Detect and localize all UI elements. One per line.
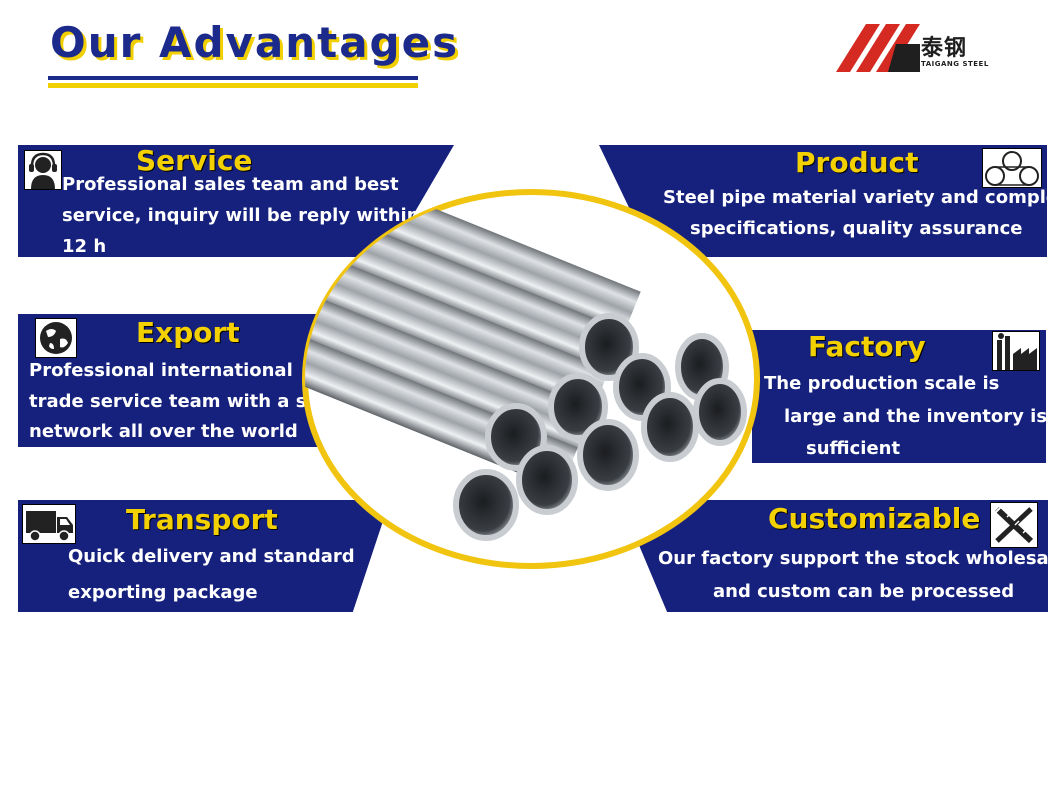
factory-line-2: large and the inventory is: [784, 406, 1048, 427]
globe-icon: [35, 318, 77, 358]
service-title: Service: [136, 144, 253, 177]
tools-icon: [990, 502, 1038, 548]
customizable-panel: [620, 500, 1048, 612]
transport-title: Transport: [126, 503, 278, 536]
product-title: Product: [795, 146, 919, 179]
taigang-logo-icon: [836, 24, 920, 72]
logo-chinese-text: 泰钢: [921, 36, 968, 61]
truck-icon: [22, 504, 76, 544]
export-line-3: network all over the world: [29, 421, 298, 442]
title-underline-blue: [48, 76, 418, 80]
customizable-line-1: Our factory support the stock wholesale: [658, 548, 1059, 569]
transport-panel: [18, 500, 390, 612]
factory-title: Factory: [808, 330, 926, 363]
factory-line-1: The production scale is: [764, 373, 1000, 394]
export-title: Export: [136, 316, 240, 349]
factory-icon: [992, 331, 1040, 371]
service-line-2: service, inquiry will be reply within: [62, 205, 420, 226]
transport-line-2: exporting package: [68, 582, 258, 603]
pipes-icon: [982, 148, 1042, 188]
export-line-1: Professional international: [29, 360, 293, 381]
steel-pipes-bundle-image: [302, 189, 760, 569]
product-line-1: Steel pipe material variety and complete: [663, 187, 1059, 208]
logo-english-text: TAIGANG STEEL: [921, 60, 989, 68]
product-line-2: specifications, quality assurance: [690, 218, 1023, 239]
service-line-3: 12 h: [62, 236, 107, 257]
export-line-2: trade service team with a sles: [29, 391, 336, 412]
factory-line-3: sufficient: [806, 438, 901, 459]
customizable-title: Customizable: [768, 502, 981, 535]
headset-icon: [24, 150, 62, 190]
transport-line-1: Quick delivery and standard: [68, 546, 355, 567]
service-line-1: Professional sales team and best: [62, 174, 399, 195]
title-underline-yellow: [48, 83, 418, 88]
customizable-line-2: and custom can be processed: [713, 581, 1015, 602]
page-title: Our Advantages: [50, 18, 460, 67]
